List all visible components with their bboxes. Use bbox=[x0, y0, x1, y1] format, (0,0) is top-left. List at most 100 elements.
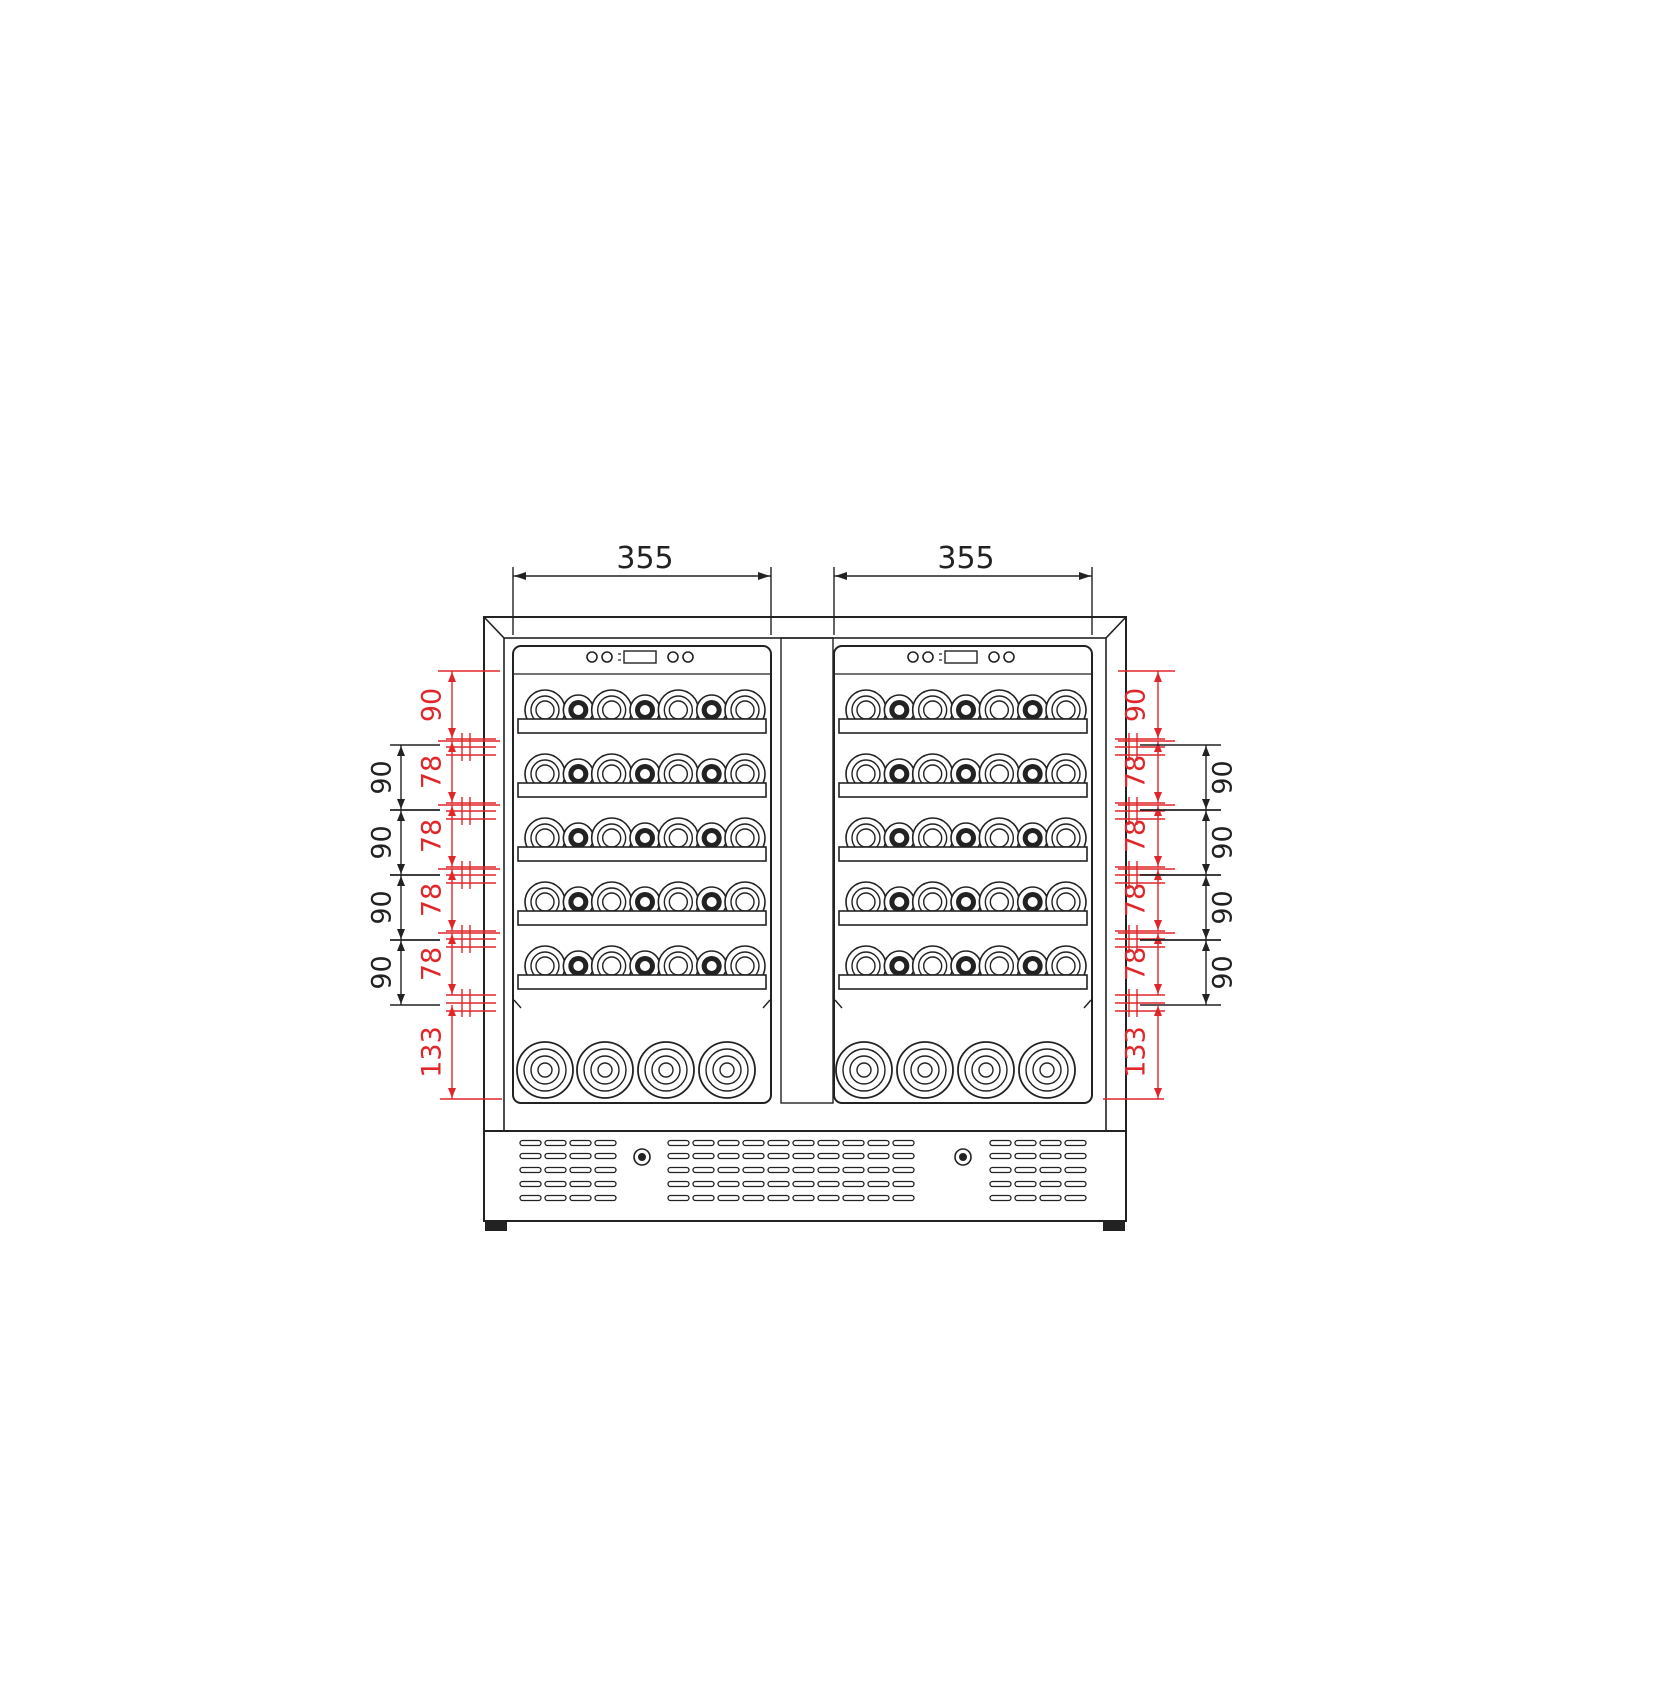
rack-bracket bbox=[834, 999, 843, 1009]
bottle-neck-hole bbox=[894, 769, 905, 779]
shelf-gap-label: 78 bbox=[1121, 883, 1152, 917]
shelf-bar bbox=[517, 846, 767, 862]
bottle-neck-hole bbox=[1027, 833, 1038, 843]
vent-slot bbox=[544, 1139, 567, 1147]
vent-slot bbox=[989, 1139, 1012, 1147]
arrowhead bbox=[1154, 728, 1162, 738]
vent-slot bbox=[544, 1166, 567, 1174]
shelf-gap-dimension bbox=[1115, 804, 1175, 889]
bottle-neck-hole bbox=[1027, 897, 1038, 907]
shelf-gap-dimension bbox=[1115, 740, 1175, 825]
vent-slot bbox=[842, 1152, 865, 1160]
shelf-bar bbox=[517, 974, 767, 990]
bottle-neck-hole bbox=[706, 705, 717, 715]
shelf-gap-dimension bbox=[438, 804, 500, 889]
vent-slot bbox=[792, 1139, 815, 1147]
arrowhead bbox=[1202, 876, 1210, 886]
bottle-ring bbox=[1039, 1062, 1055, 1078]
arrowhead bbox=[1079, 572, 1091, 580]
vent-slot bbox=[692, 1152, 715, 1160]
shelf-gap-label: 78 bbox=[1121, 755, 1152, 789]
arrowhead bbox=[1154, 792, 1162, 802]
vent-slot bbox=[1064, 1152, 1087, 1160]
bottle-ring bbox=[590, 1055, 620, 1085]
arrowhead bbox=[397, 864, 405, 874]
vent-slot bbox=[519, 1139, 542, 1147]
shelf-bar bbox=[838, 974, 1088, 990]
arrowhead bbox=[1154, 1088, 1162, 1098]
vent-slot bbox=[792, 1152, 815, 1160]
bottle-neck-hole bbox=[706, 833, 717, 843]
vent-slot bbox=[1039, 1166, 1062, 1174]
shelf-bar bbox=[517, 718, 767, 734]
bottle-ring bbox=[971, 1055, 1001, 1085]
bottle-neck-hole bbox=[961, 897, 971, 907]
bottle bbox=[957, 1041, 1015, 1099]
arrowhead bbox=[835, 572, 847, 580]
vent-slot bbox=[767, 1180, 790, 1188]
arrowhead bbox=[1154, 1006, 1162, 1016]
control-button-icon bbox=[922, 651, 934, 663]
bottle-neck-hole bbox=[894, 897, 905, 907]
arrowhead bbox=[448, 920, 456, 930]
bottle-neck-hole bbox=[640, 705, 650, 715]
vent-slot bbox=[594, 1166, 617, 1174]
plinth-vent-grille bbox=[519, 1139, 1087, 1202]
vent-slot bbox=[742, 1139, 765, 1147]
vent-slot bbox=[742, 1180, 765, 1188]
bottle-neck-hole bbox=[1027, 705, 1038, 715]
vent-slot bbox=[892, 1152, 915, 1160]
bottle-neck-hole bbox=[961, 833, 971, 843]
bottle-neck-hole bbox=[573, 705, 584, 715]
vent-slot bbox=[594, 1194, 617, 1202]
vent-slot bbox=[767, 1166, 790, 1174]
arrowhead bbox=[1154, 920, 1162, 930]
bottle-ring bbox=[978, 1062, 994, 1078]
vent-slot bbox=[569, 1166, 592, 1174]
zone-left bbox=[513, 650, 771, 1099]
bottle-neck-hole bbox=[640, 769, 650, 779]
bottle-ring bbox=[903, 1048, 947, 1092]
shelf-pitch-dimension bbox=[390, 939, 440, 1006]
door-right bbox=[833, 645, 1093, 1104]
arrowhead bbox=[397, 811, 405, 821]
shelf bbox=[838, 881, 1088, 926]
bottle-ring bbox=[537, 1062, 553, 1078]
arrowhead bbox=[397, 746, 405, 756]
width-dimension-right bbox=[833, 567, 1093, 635]
shelf-gap-dimension bbox=[438, 670, 500, 761]
vent-slot bbox=[692, 1194, 715, 1202]
bottle-neck-hole bbox=[640, 833, 650, 843]
bottle-neck-hole bbox=[961, 769, 971, 779]
shelf-pitch-label: 90 bbox=[367, 825, 398, 859]
shelf-gap-label: 90 bbox=[1121, 688, 1152, 722]
vent-slot bbox=[594, 1180, 617, 1188]
bottle-ring bbox=[719, 1062, 735, 1078]
vent-slot bbox=[717, 1139, 740, 1147]
lock-icon-core bbox=[959, 1153, 967, 1161]
control-button-icon bbox=[601, 651, 613, 663]
bottle bbox=[516, 1041, 574, 1099]
vent-slot bbox=[667, 1194, 690, 1202]
arrowhead bbox=[397, 941, 405, 951]
bottle-ring bbox=[712, 1055, 742, 1085]
vent-slot bbox=[842, 1194, 865, 1202]
vent-slot bbox=[717, 1180, 740, 1188]
bottom-rack-label: 133 bbox=[417, 1026, 448, 1078]
bottle-neck-hole bbox=[961, 705, 971, 715]
vent-slot bbox=[892, 1139, 915, 1147]
arrowhead bbox=[448, 870, 456, 880]
bottle-neck-hole bbox=[1027, 961, 1038, 971]
bottle-neck-hole bbox=[573, 833, 584, 843]
bottom-rack bbox=[513, 999, 771, 1099]
shelf-pitch-label: 90 bbox=[367, 955, 398, 989]
vent-slot bbox=[989, 1194, 1012, 1202]
shelf-gap-label: 78 bbox=[417, 819, 448, 853]
vent-slot bbox=[1014, 1152, 1037, 1160]
vent-slot bbox=[1014, 1166, 1037, 1174]
arrowhead bbox=[1154, 806, 1162, 816]
bottle-ring bbox=[705, 1048, 749, 1092]
shelf-gap-dimension bbox=[438, 932, 500, 1017]
vent-slot bbox=[742, 1194, 765, 1202]
vent-slot bbox=[989, 1166, 1012, 1174]
